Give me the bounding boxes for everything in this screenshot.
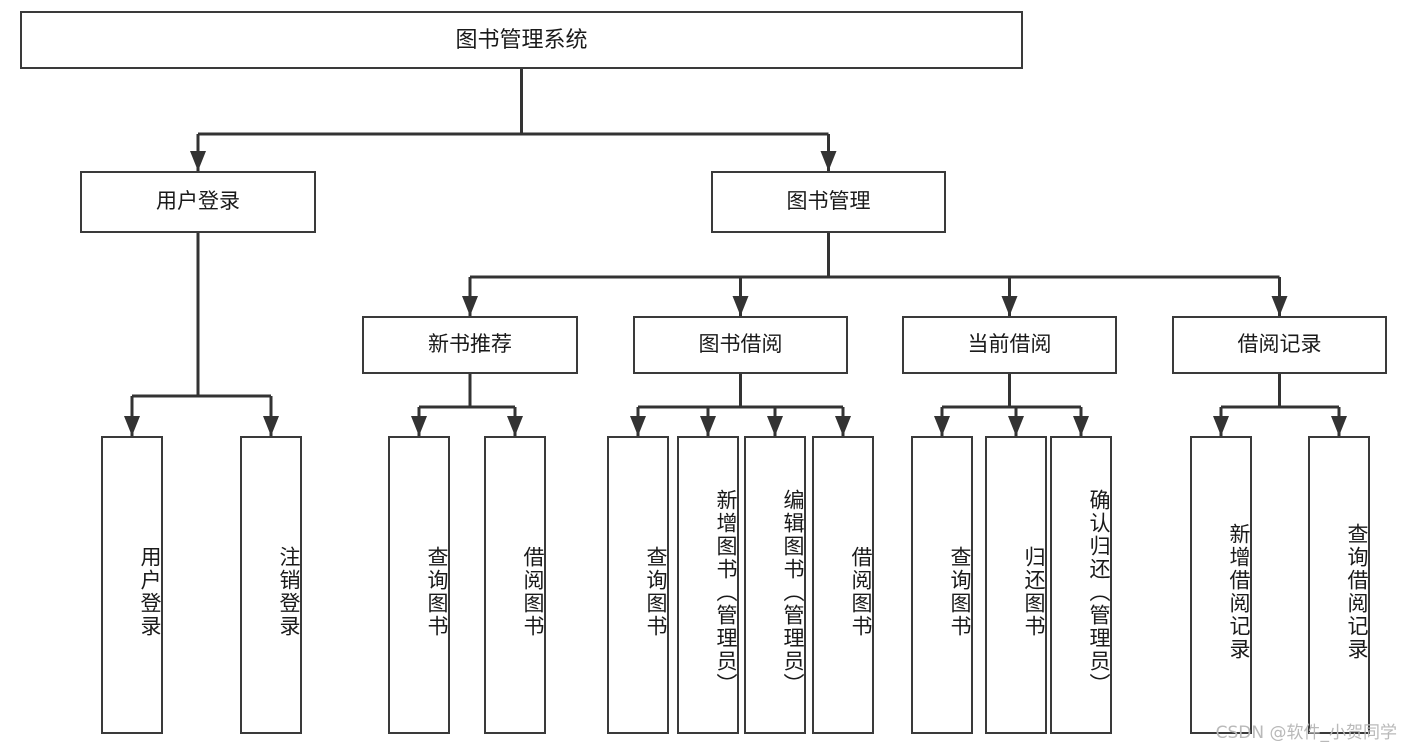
node-label: 图书管理系统 (455, 26, 588, 52)
node-current-borrow: 当前借阅 (902, 316, 1117, 374)
node-label: 用户登录 (138, 546, 161, 638)
watermark-text: CSDN @软件_小贺同学 (1215, 723, 1397, 743)
arrowhead (124, 416, 140, 436)
arrowhead (263, 416, 279, 436)
arrowhead (1213, 416, 1229, 436)
node-leaf-query-book-2: 查询图书 (607, 436, 669, 734)
node-leaf-query-book-1: 查询图书 (388, 436, 450, 734)
node-label: 查询图书 (948, 546, 971, 638)
arrowhead (1001, 296, 1018, 316)
arrowhead (700, 416, 716, 436)
node-label: 借阅图书 (849, 546, 872, 638)
node-new-book-rec: 新书推荐 (362, 316, 578, 374)
arrowhead (507, 416, 523, 436)
node-book-manage: 图书管理 (711, 171, 946, 233)
node-label: 新增借阅记录 (1227, 523, 1250, 661)
node-label: 图书管理 (786, 190, 871, 214)
arrowhead (1271, 296, 1288, 316)
node-leaf-confirm-return: 确认归还（管理员） (1050, 436, 1112, 734)
node-label: 图书借阅 (698, 333, 783, 357)
node-leaf-return-book: 归还图书 (985, 436, 1047, 734)
node-label: 新书推荐 (428, 333, 512, 357)
node-label: 查询借阅记录 (1345, 523, 1368, 661)
node-leaf-borrow-book-2: 借阅图书 (812, 436, 874, 734)
node-label: 新增图书（管理员） (714, 488, 737, 696)
node-leaf-borrow-book-1: 借阅图书 (484, 436, 546, 734)
arrowhead (190, 151, 206, 171)
arrowhead (732, 296, 749, 316)
node-leaf-edit-book: 编辑图书（管理员） (744, 436, 806, 734)
node-label: 归还图书 (1022, 546, 1045, 638)
node-label: 编辑图书（管理员） (781, 488, 804, 696)
arrowhead (767, 416, 783, 436)
arrowhead (630, 416, 646, 436)
node-leaf-query-book-3: 查询图书 (911, 436, 973, 734)
arrowhead (934, 416, 950, 436)
node-borrow-record: 借阅记录 (1172, 316, 1387, 374)
arrowhead (411, 416, 427, 436)
arrowhead (1331, 416, 1347, 436)
node-label: 查询图书 (425, 546, 448, 638)
node-label: 借阅图书 (521, 546, 544, 638)
node-leaf-user-logout: 注销登录 (240, 436, 302, 734)
arrowhead (1008, 416, 1024, 436)
arrowhead (820, 151, 837, 171)
node-leaf-add-book: 新增图书（管理员） (677, 436, 739, 734)
node-label: 用户登录 (156, 190, 240, 214)
node-user-login: 用户登录 (80, 171, 316, 233)
arrowhead (1073, 416, 1089, 436)
node-label: 查询图书 (644, 546, 667, 638)
node-label: 当前借阅 (967, 333, 1052, 357)
arrowhead (462, 296, 478, 316)
node-label: 注销登录 (277, 546, 300, 638)
node-book-borrow: 图书借阅 (633, 316, 848, 374)
node-leaf-query-record: 查询借阅记录 (1308, 436, 1370, 734)
node-leaf-add-record: 新增借阅记录 (1190, 436, 1252, 734)
arrowhead (835, 416, 851, 436)
node-label: 借阅记录 (1237, 333, 1322, 357)
node-label: 确认归还（管理员） (1087, 488, 1110, 696)
node-root: 图书管理系统 (20, 11, 1023, 69)
node-leaf-user-login: 用户登录 (101, 436, 163, 734)
